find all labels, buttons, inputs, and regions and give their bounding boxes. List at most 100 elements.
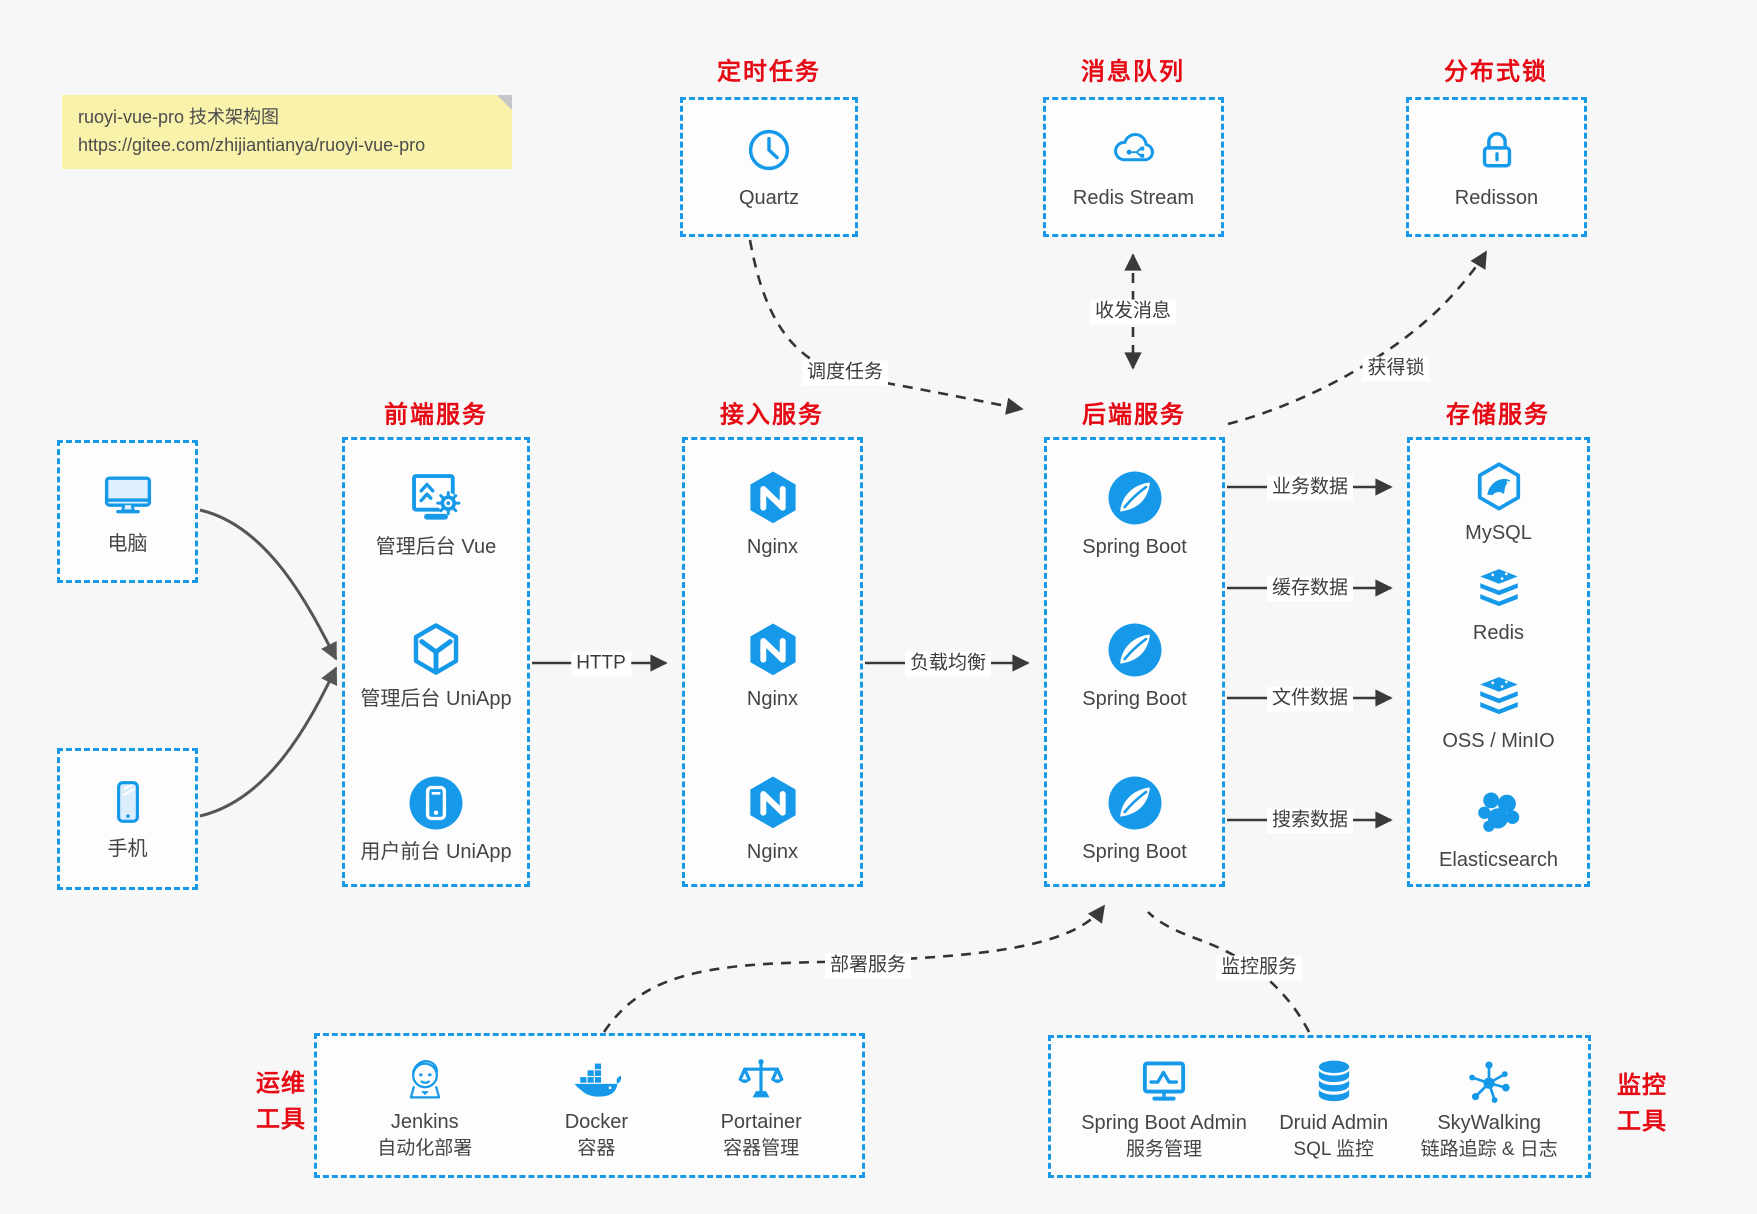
lock-icon xyxy=(1471,124,1523,176)
monitor-tools-title: 监控 工具 xyxy=(1617,1072,1667,1135)
frontend-services-box: 管理后台 Vue 管理后台 UniApp 用户前台 UniApp xyxy=(342,437,530,887)
storage-item-oss-minio: OSS / MinIO xyxy=(1410,673,1587,753)
monitor-tools-box: Spring Boot Admin 服务管理 Druid Admin SQL 监… xyxy=(1048,1035,1591,1178)
quartz-box: Quartz xyxy=(680,97,858,237)
backend-item-label: Spring Boot xyxy=(1082,536,1187,558)
clock-icon xyxy=(743,124,795,176)
phone-label: 手机 xyxy=(107,838,148,860)
storage-item-elasticsearch: Elasticsearch xyxy=(1410,788,1587,872)
edge-label-schedule-task: 调度任务 xyxy=(801,360,889,386)
ops-item-sublabel: 自动化部署 xyxy=(377,1138,473,1160)
sticky-note: ruoyi-vue-pro 技术架构图 https://gitee.com/zh… xyxy=(62,95,512,169)
backend-item-springboot: Spring Boot xyxy=(1047,619,1222,711)
ops-item-docker: Docker 容器 xyxy=(565,1054,628,1161)
edge-label-business-data: 业务数据 xyxy=(1266,475,1354,501)
title-gateway-services: 接入服务 xyxy=(720,401,824,429)
monitor-item-sublabel: 服务管理 xyxy=(1126,1139,1203,1161)
edge-label-http: HTTP xyxy=(571,651,631,677)
redisson-box: Redisson xyxy=(1406,97,1587,237)
portainer-icon xyxy=(734,1054,788,1108)
frontend-item-label: 管理后台 Vue xyxy=(375,536,497,558)
pc-client-box: 电脑 xyxy=(57,440,198,583)
mysql-icon xyxy=(1471,459,1527,515)
gateway-item-nginx: Nginx xyxy=(685,772,860,864)
storage-item-label: MySQL xyxy=(1465,522,1532,544)
uniapp-icon xyxy=(405,619,467,681)
phone-icon xyxy=(103,777,153,827)
edge-label-search-data: 搜索数据 xyxy=(1266,808,1354,834)
ops-item-sublabel: 容器 xyxy=(577,1138,616,1160)
skywalking-icon xyxy=(1462,1055,1516,1109)
spring-icon xyxy=(1104,772,1166,834)
cloud-stream-icon xyxy=(1106,124,1162,176)
ops-tools-title: 运维 工具 xyxy=(256,1070,306,1133)
monitor-item-sba: Spring Boot Admin 服务管理 xyxy=(1081,1055,1247,1162)
docker-icon xyxy=(568,1054,624,1108)
backend-item-label: Spring Boot xyxy=(1082,841,1187,863)
edge-pc-to-frontend xyxy=(199,508,338,661)
edge-phone-to-frontend xyxy=(199,666,338,818)
monitor-item-skywalking: SkyWalking 链路追踪 & 日志 xyxy=(1421,1055,1558,1162)
title-backend-services: 后端服务 xyxy=(1082,401,1186,429)
ops-item-label: Jenkins xyxy=(390,1111,459,1134)
ops-tools-box: Jenkins 自动化部署 Docker 容器 xyxy=(314,1033,865,1178)
admin-vue-icon xyxy=(405,467,467,529)
frontend-item-label: 用户前台 UniApp xyxy=(360,841,512,863)
desktop-icon xyxy=(100,468,156,522)
jenkins-icon xyxy=(398,1054,452,1108)
title-frontend-services: 前端服务 xyxy=(384,401,488,429)
redisson-label: Redisson xyxy=(1454,187,1539,209)
pc-label: 电脑 xyxy=(107,532,148,555)
storage-item-redis: Redis xyxy=(1410,565,1587,645)
gateway-item-label: Nginx xyxy=(746,841,799,863)
ops-item-label: Docker xyxy=(564,1111,629,1134)
storage-item-mysql: MySQL xyxy=(1410,459,1587,545)
monitor-item-druid: Druid Admin SQL 监控 xyxy=(1279,1055,1388,1162)
gateway-item-label: Nginx xyxy=(746,536,799,558)
edge-label-cache-data: 缓存数据 xyxy=(1266,576,1354,602)
frontend-item-admin-uniapp: 管理后台 UniApp xyxy=(345,619,527,711)
note-url: https://gitee.com/zhijiantianya/ruoyi-vu… xyxy=(78,135,426,155)
title-distributed-lock: 分布式锁 xyxy=(1444,58,1548,86)
backend-item-label: Spring Boot xyxy=(1082,688,1187,710)
monitor-item-sublabel: 链路追踪 & 日志 xyxy=(1420,1139,1558,1161)
ops-item-sublabel: 容器管理 xyxy=(723,1138,800,1160)
storage-item-label: Elasticsearch xyxy=(1439,849,1558,871)
gateway-services-box: Nginx Nginx Nginx xyxy=(682,437,863,887)
storage-item-label: OSS / MinIO xyxy=(1442,730,1555,752)
redis-stack-icon xyxy=(1472,673,1526,723)
edge-deploy-service xyxy=(602,904,1106,1033)
backend-services-box: Spring Boot Spring Boot Spring Boot xyxy=(1044,437,1225,887)
druid-icon xyxy=(1307,1055,1361,1109)
frontend-item-user-uniapp: 用户前台 UniApp xyxy=(345,772,527,864)
title-scheduled-tasks: 定时任务 xyxy=(717,58,821,86)
frontend-item-admin-vue: 管理后台 Vue xyxy=(345,467,527,559)
gateway-item-label: Nginx xyxy=(746,688,799,710)
edge-label-message: 收发消息 xyxy=(1089,299,1177,325)
nginx-icon xyxy=(742,467,804,529)
nginx-icon xyxy=(742,619,804,681)
edge-label-monitor-service: 监控服务 xyxy=(1215,955,1303,981)
note-fold-corner xyxy=(497,95,512,110)
edge-label-file-data: 文件数据 xyxy=(1266,686,1354,712)
redis-stream-label: Redis Stream xyxy=(1072,187,1195,209)
elasticsearch-icon xyxy=(1472,788,1526,842)
edge-monitor-service xyxy=(1147,911,1311,1033)
spring-icon xyxy=(1104,619,1166,681)
ops-item-portainer: Portainer 容器管理 xyxy=(721,1054,802,1161)
nginx-icon xyxy=(742,772,804,834)
gateway-item-nginx: Nginx xyxy=(685,467,860,559)
redis-stream-box: Redis Stream xyxy=(1043,97,1224,237)
frontend-item-label: 管理后台 UniApp xyxy=(360,688,512,710)
backend-item-springboot: Spring Boot xyxy=(1047,772,1222,864)
quartz-label: Quartz xyxy=(738,187,800,209)
monitor-item-label: Spring Boot Admin xyxy=(1081,1112,1247,1135)
monitor-item-label: SkyWalking xyxy=(1437,1112,1542,1135)
title-message-queue: 消息队列 xyxy=(1081,58,1185,86)
spring-icon xyxy=(1104,467,1166,529)
redis-stack-icon xyxy=(1472,565,1526,615)
monitor-item-sublabel: SQL 监控 xyxy=(1293,1139,1374,1161)
edge-label-deploy-service: 部署服务 xyxy=(824,953,912,979)
title-storage-services: 存储服务 xyxy=(1446,401,1550,429)
gateway-item-nginx: Nginx xyxy=(685,619,860,711)
